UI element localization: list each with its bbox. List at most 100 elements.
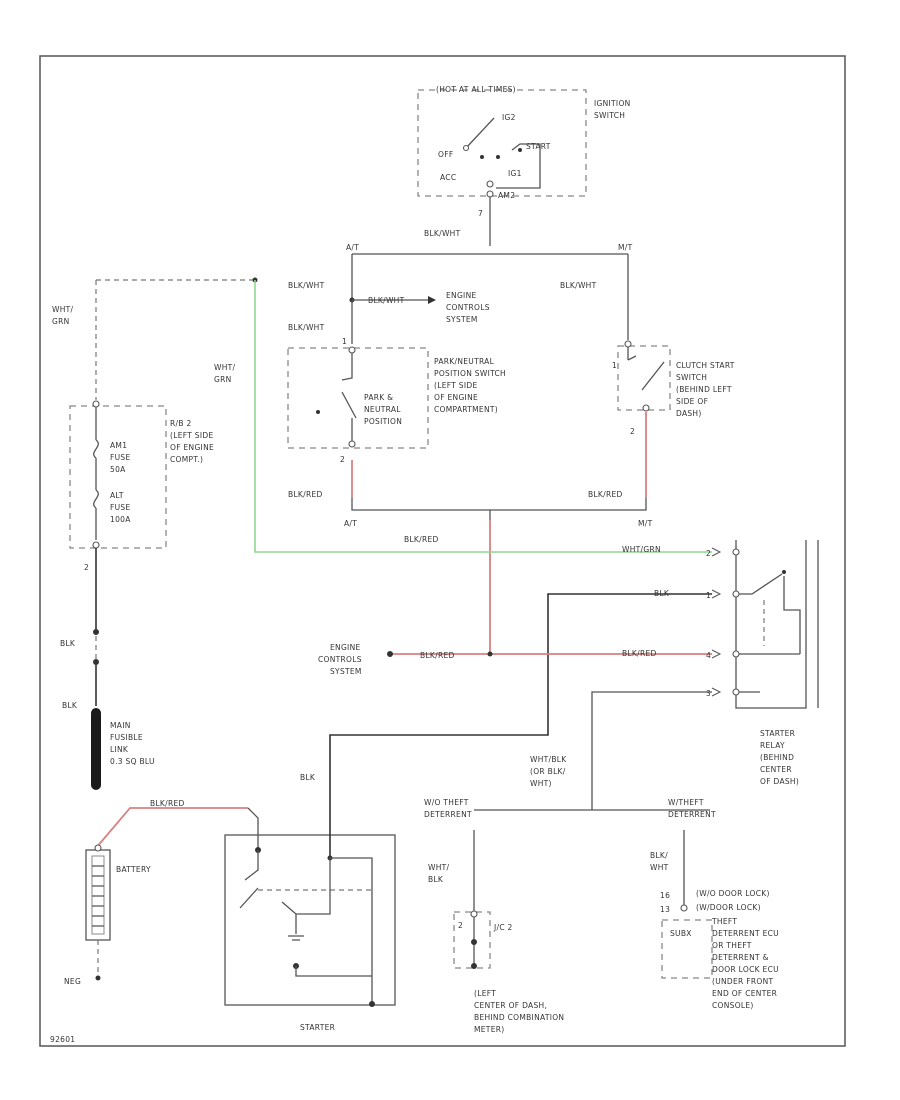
clutch-start-switch: CLUTCH START SWITCH (BEHIND LEFT SIDE OF… xyxy=(612,340,735,436)
pnp-label-1: PARK/NEUTRAL xyxy=(434,357,495,366)
pnp-inner-1: PARK & xyxy=(364,393,393,402)
theft-ecu-5: DOOR LOCK ECU xyxy=(712,965,779,974)
mt-label-top: M/T xyxy=(618,243,633,252)
pnp-label-2: POSITION SWITCH xyxy=(434,369,506,378)
ignition-am2-label: AM2 xyxy=(498,191,515,200)
blkred-mt-label: BLK/RED xyxy=(588,490,623,499)
wht-grn-relay-label: WHT/GRN xyxy=(622,545,661,554)
engine-controls-top-3: SYSTEM xyxy=(446,315,478,324)
relay-pin-4: 4 xyxy=(706,651,711,660)
wht-blk-label-1: WHT/BLK xyxy=(530,755,567,764)
fusible-link-4: 0.3 SQ BLU xyxy=(110,757,155,766)
rb2-label-2: (LEFT SIDE xyxy=(170,431,213,440)
starter-relay-label-2: RELAY xyxy=(760,741,785,750)
diagram-frame xyxy=(39,55,846,1047)
theft-ecu-3: OR THEFT xyxy=(712,941,752,950)
wire-label-top: BLK/WHT xyxy=(424,229,461,238)
wht-grn-left-2: GRN xyxy=(52,317,70,326)
ignition-switch-label-1: IGNITION xyxy=(594,99,631,108)
fusible-link-3: LINK xyxy=(110,745,129,754)
ignition-off-label: OFF xyxy=(438,150,453,159)
theft-ecu-2: DETERRENT ECU xyxy=(712,929,779,938)
starter: STARTER xyxy=(224,834,396,1032)
theft-ecu-7: END OF CENTER xyxy=(712,989,777,998)
am1-fuse-1: AM1 xyxy=(110,441,127,450)
wo-theft-label-2: DETERRENT xyxy=(424,810,472,819)
engine-controls-top-1: ENGINE xyxy=(446,291,477,300)
theft-ecu-1: THEFT xyxy=(711,917,737,926)
ignition-start-label: START xyxy=(526,142,551,151)
alt-fuse-1: ALT xyxy=(110,491,124,500)
blk-left-label-1: BLK xyxy=(60,639,76,648)
jc2-label: J/C 2 xyxy=(493,923,513,932)
battery-label: BATTERY xyxy=(116,865,151,874)
ignition-switch-label-2: SWITCH xyxy=(594,111,625,120)
blkwht-right-label: BLK/WHT xyxy=(560,281,597,290)
pnp-pin-top: 1 xyxy=(342,337,347,346)
alt-fuse-2: FUSE xyxy=(110,503,131,512)
starter-relay-label-1: STARTER xyxy=(760,729,795,738)
pnp-label-3: (LEFT SIDE xyxy=(434,381,477,390)
blkwht-arrow-label: BLK/WHT xyxy=(368,296,405,305)
engine-controls-mid-1: ENGINE xyxy=(330,643,361,652)
wht-blk2-label-1: WHT/ xyxy=(428,863,450,872)
jc2-pin: 2 xyxy=(458,921,463,930)
rb2-label-1: R/B 2 xyxy=(170,419,192,428)
jc-location-2: CENTER OF DASH, xyxy=(474,1001,547,1010)
blk-wht-bottom-1: BLK/ xyxy=(650,851,668,860)
blkred-mid-label: BLK/RED xyxy=(420,651,455,660)
rb2-label-4: COMPT.) xyxy=(170,455,203,464)
pnp-pin-bottom: 2 xyxy=(340,455,345,464)
am1-fuse-2: FUSE xyxy=(110,453,131,462)
wht-grn-mid-2: GRN xyxy=(214,375,232,384)
jc-location-1: (LEFT xyxy=(474,989,496,998)
starter-relay: 2 1 4 3 STARTER RELAY (BEHIND CENTER OF … xyxy=(706,540,819,786)
theft-ecu-4: DETERRENT & xyxy=(712,953,769,962)
relay-pin-3: 3 xyxy=(706,689,711,698)
blkred-relay-label: BLK/RED xyxy=(622,649,657,658)
at-label-bottom: A/T xyxy=(344,519,357,528)
ignition-ig2-label: IG2 xyxy=(502,113,516,122)
door-lock-w: (W/DOOR LOCK) xyxy=(696,903,761,912)
pnp-label-4: OF ENGINE xyxy=(434,393,478,402)
ecu-pin-label: SUBX xyxy=(670,929,692,938)
pnp-label-5: COMPARTMENT) xyxy=(434,405,498,414)
clutch-label-4: SIDE OF xyxy=(676,397,708,406)
clutch-label-5: DASH) xyxy=(676,409,702,418)
wht-grn-mid-1: WHT/ xyxy=(214,363,236,372)
clutch-pin-top: 1 xyxy=(612,361,617,370)
clutch-label-3: (BEHIND LEFT xyxy=(676,385,732,394)
engine-controls-mid-3: SYSTEM xyxy=(330,667,362,676)
wht-blk2-label-2: BLK xyxy=(428,875,444,884)
door-lock-pin-16: 16 xyxy=(660,891,670,900)
clutch-label-2: SWITCH xyxy=(676,373,707,382)
fusible-link-2: FUSIBLE xyxy=(110,733,143,742)
blk-starter-label: BLK xyxy=(300,773,316,782)
relay-block-2: R/B 2 (LEFT SIDE OF ENGINE COMPT.) AM1 F… xyxy=(69,400,214,549)
at-label-top: A/T xyxy=(346,243,359,252)
pnp-inner-2: NEUTRAL xyxy=(364,405,401,414)
junction-connector-2: J/C 2 2 xyxy=(453,910,513,969)
starter-label: STARTER xyxy=(300,1023,335,1032)
alt-fuse-3: 100A xyxy=(110,515,131,524)
rb2-label-3: OF ENGINE xyxy=(170,443,214,452)
relay-pin-1: 1 xyxy=(706,591,711,600)
ignition-ig1-label: IG1 xyxy=(508,169,522,178)
park-neutral-switch: PARK & NEUTRAL POSITION PARK/NEUTRAL POS… xyxy=(287,346,506,464)
clutch-label-1: CLUTCH START xyxy=(676,361,735,370)
mt-label-bottom: M/T xyxy=(638,519,653,528)
engine-controls-mid-2: CONTROLS xyxy=(318,655,362,664)
wht-grn-left-1: WHT/ xyxy=(52,305,74,314)
ignition-pin-7: 7 xyxy=(478,209,483,218)
door-lock-pin-13: 13 xyxy=(660,905,670,914)
ignition-acc-label: ACC xyxy=(440,173,456,182)
jc-location-3: BEHIND COMBINATION xyxy=(474,1013,564,1022)
rb-pin-2: 2 xyxy=(84,563,89,572)
w-theft-label-1: W/THEFT xyxy=(668,798,704,807)
diagram-code: 92601 xyxy=(50,1035,75,1044)
wht-blk-label-3: WHT) xyxy=(530,779,552,788)
battery: BATTERY xyxy=(85,844,151,941)
pnp-inner-3: POSITION xyxy=(364,417,402,426)
blkred-center-label: BLK/RED xyxy=(404,535,439,544)
